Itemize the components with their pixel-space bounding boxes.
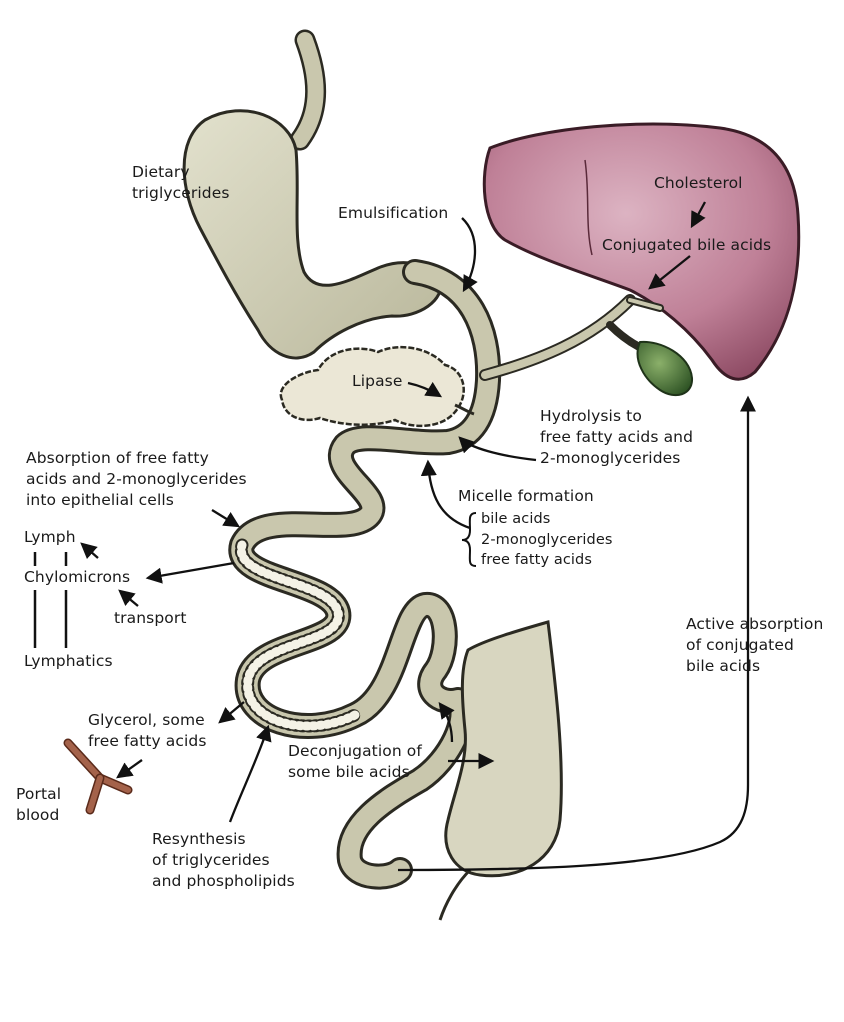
- arrow-lymph: [80, 542, 99, 560]
- label-chylomicrons: Chylomicrons: [24, 568, 131, 586]
- arrow-deconjugation-up: [438, 702, 455, 743]
- label-cholesterol: Cholesterol: [654, 174, 743, 192]
- small-intestine: [228, 259, 502, 890]
- arrow-glycerol: [218, 701, 245, 724]
- arrow-resynthesis: [228, 724, 272, 823]
- label-resynthesis: Resynthesis of triglycerides and phospho…: [152, 830, 295, 890]
- colon: [444, 620, 563, 878]
- label-micelle-formation: Micelle formation: [458, 487, 594, 505]
- arrow-chylomicrons: [145, 561, 235, 584]
- micelle-brace: [461, 512, 477, 567]
- esophagus: [289, 29, 327, 151]
- bile-duct: [479, 294, 664, 381]
- lymphatic-lines: [33, 552, 68, 648]
- label-absorption: Absorption of free fatty acids and 2-mon…: [26, 449, 247, 509]
- arrow-conjugated: [648, 255, 691, 290]
- label-transport: transport: [114, 609, 187, 627]
- label-lymphatics: Lymphatics: [24, 652, 113, 670]
- label-glycerol: Glycerol, some free fatty acids: [88, 711, 207, 750]
- label-conjugated-bile-acids: Conjugated bile acids: [602, 236, 772, 254]
- arrow-lipase: [407, 381, 443, 398]
- gallbladder: [636, 340, 694, 397]
- arrow-emulsification: [461, 217, 478, 293]
- pancreas: [279, 345, 465, 428]
- liver: [482, 122, 801, 381]
- portal-vein: [63, 738, 133, 815]
- arrow-micelle: [420, 459, 471, 530]
- stomach: [182, 109, 443, 360]
- label-emulsification: Emulsification: [338, 204, 449, 222]
- arrow-active-absorption: [397, 395, 757, 872]
- label-portal-blood: Portal blood: [16, 785, 62, 824]
- label-micelle-items: bile acids 2-monoglycerides free fatty a…: [481, 511, 613, 568]
- label-active-absorption: Active absorption of conjugated bile aci…: [686, 615, 824, 675]
- label-deconjugation: Deconjugation of some bile acids: [288, 742, 422, 781]
- arrow-hydrolysis: [458, 436, 537, 462]
- label-hydrolysis: Hydrolysis to free fatty acids and 2-mon…: [540, 407, 694, 467]
- arrow-absorption: [211, 509, 241, 528]
- label-lipase: Lipase: [352, 372, 403, 390]
- arrows: [80, 201, 757, 872]
- arrow-portal: [116, 759, 143, 779]
- arrow-transport: [118, 589, 139, 607]
- arrow-cholesterol: [690, 201, 707, 229]
- label-dietary-triglycerides: Dietary triglycerides: [132, 163, 230, 202]
- label-lymph: Lymph: [24, 528, 76, 546]
